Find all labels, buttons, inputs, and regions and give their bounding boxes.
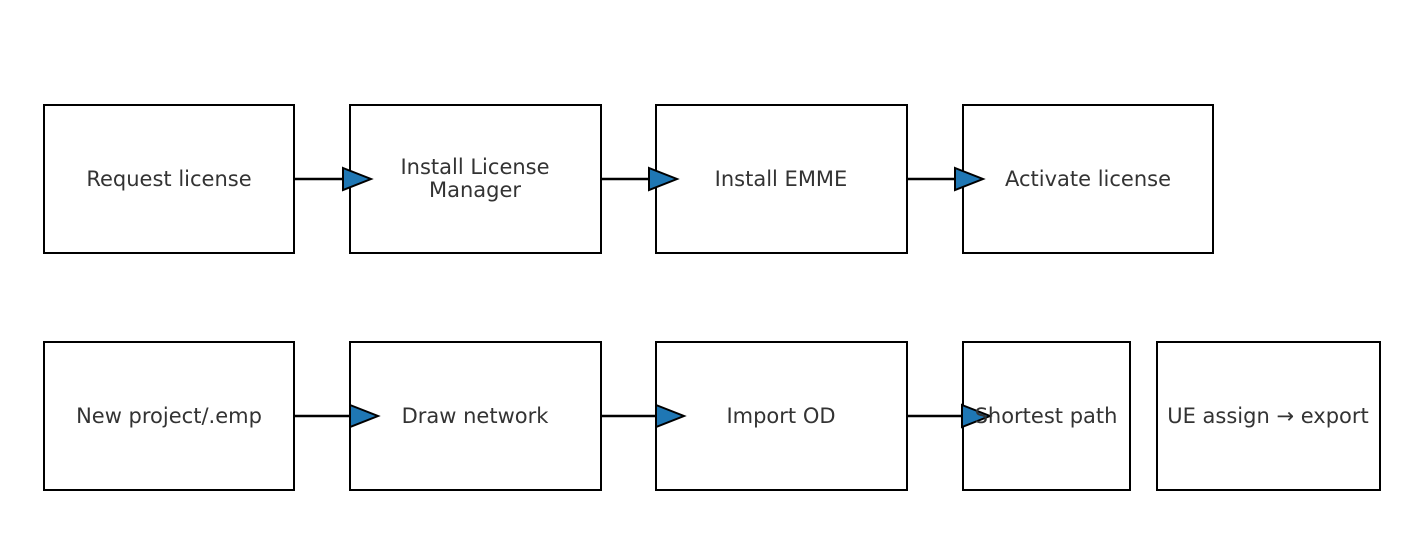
- step-label: UE assign → export: [1167, 404, 1369, 428]
- step-box: [349, 341, 602, 491]
- flow-arrow: [294, 403, 381, 429]
- step-box: [43, 341, 295, 491]
- step-label: Request license: [86, 167, 251, 191]
- step-new-project: New project/.emp: [43, 341, 295, 491]
- arrowhead-icon: [655, 403, 687, 429]
- arrowhead-icon: [961, 403, 993, 429]
- step-box: [655, 104, 908, 254]
- arrowhead-icon: [954, 166, 986, 192]
- step-label: Draw network: [402, 404, 550, 428]
- step-box: [962, 104, 1214, 254]
- row-2: New project/.emp Draw network Import OD …: [43, 341, 1381, 491]
- step-request-license: Request license: [43, 104, 295, 254]
- arrowhead-icon: [349, 403, 381, 429]
- step-draw-network: Draw network: [349, 341, 602, 491]
- step-label: Activate license: [1005, 167, 1171, 191]
- step-box: [655, 341, 908, 491]
- step-box: [43, 104, 295, 254]
- arrowhead-icon: [342, 166, 374, 192]
- step-label: New project/.emp: [76, 404, 262, 428]
- step-label: Install EMME: [715, 167, 848, 191]
- flow-arrow: [294, 166, 374, 192]
- flow-arrow: [601, 403, 687, 429]
- step-label-line-1: Install License: [400, 155, 549, 179]
- step-label: Import OD: [726, 404, 835, 428]
- flow-arrow: [601, 166, 680, 192]
- step-box: [349, 104, 602, 254]
- step-activate-license: Activate license: [962, 104, 1214, 254]
- row-1: Request license Install License Manager …: [43, 104, 1214, 254]
- step-install-emme: Install EMME: [655, 104, 908, 254]
- step-install-license-manager: Install License Manager: [349, 104, 602, 254]
- flow-arrow: [907, 166, 986, 192]
- step-label-shortest-path: Shortest path: [975, 404, 1118, 428]
- step-label-line-2: Manager: [429, 178, 521, 202]
- step-import-od: Import OD: [655, 341, 908, 491]
- step-ue-assign-export: UE assign → export: [1156, 341, 1381, 491]
- arrowhead-icon: [648, 166, 680, 192]
- step-box: [1156, 341, 1381, 491]
- flow-arrow: [907, 403, 993, 429]
